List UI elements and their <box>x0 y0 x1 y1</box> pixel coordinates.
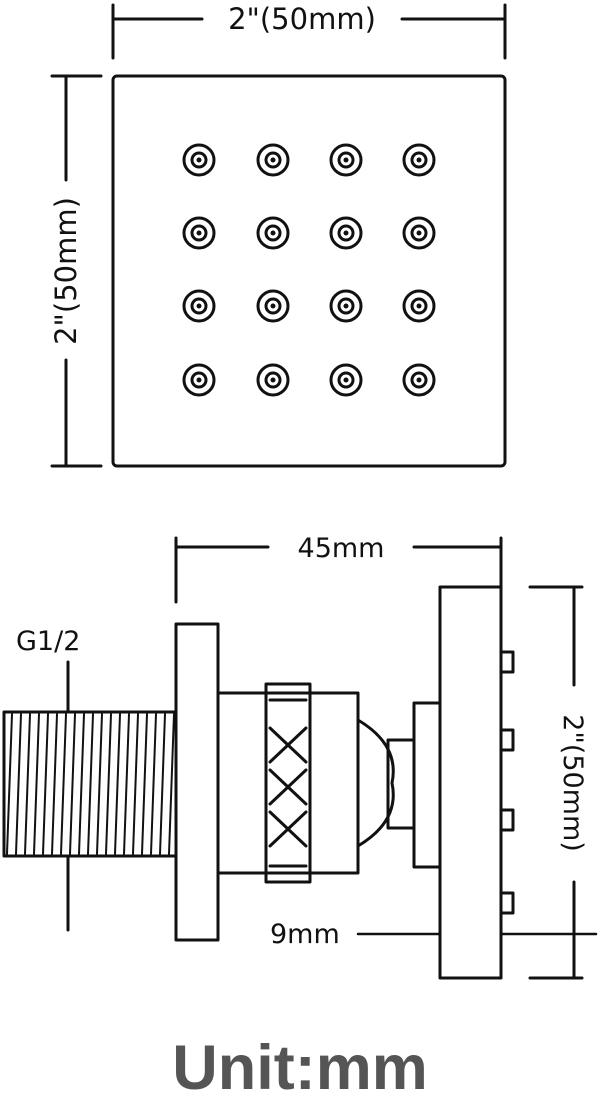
nozzle <box>256 363 290 397</box>
nozzle-grid <box>182 143 436 397</box>
thread-label: G1/2 <box>16 626 80 657</box>
nozzle-tip <box>499 650 515 674</box>
unit-label: Unit:mm <box>172 1033 427 1098</box>
front-width-dimension: 2"(50mm) <box>111 2 507 60</box>
mounting-flange <box>174 622 220 942</box>
nozzle <box>329 216 363 250</box>
thread-line <box>141 713 148 855</box>
thread-line <box>78 713 85 855</box>
nozzle <box>402 216 436 250</box>
thread-line <box>132 713 139 855</box>
thread-line <box>24 713 31 855</box>
nozzle-tip <box>499 728 515 752</box>
thread-line <box>123 713 130 855</box>
side-height-label: 2"(50mm) <box>557 714 588 852</box>
front-width-label: 2"(50mm) <box>228 2 376 36</box>
thread-line <box>96 713 103 855</box>
thread-line <box>168 713 175 855</box>
thread-line <box>150 713 157 855</box>
nozzle-tip <box>499 891 515 915</box>
thread-line <box>105 713 112 855</box>
nozzle <box>182 289 216 323</box>
nozzle <box>256 289 290 323</box>
side-view: 45mm 2"(50mm) G1/2 <box>2 533 598 980</box>
side-height-dimension: 2"(50mm) <box>528 585 588 980</box>
thread-line <box>15 713 22 855</box>
thread-line <box>51 713 58 855</box>
thread-line <box>114 713 121 855</box>
thread-line <box>159 713 166 855</box>
thread-line <box>87 713 94 855</box>
side-length-label: 45mm <box>298 533 385 564</box>
swivel-ball <box>356 718 395 848</box>
back-plate <box>412 701 442 869</box>
nozzle <box>402 289 436 323</box>
nozzle <box>329 289 363 323</box>
offset-label: 9mm <box>270 919 340 950</box>
side-faceplate <box>438 585 503 980</box>
thread-line <box>33 713 40 855</box>
front-view: 2"(50mm) 2"(50mm) <box>49 2 507 468</box>
thread-line <box>69 713 76 855</box>
thread-line <box>6 713 13 855</box>
nozzle <box>256 216 290 250</box>
nozzle <box>182 216 216 250</box>
nozzle <box>402 143 436 177</box>
knurled-nut <box>264 682 312 884</box>
side-length-dimension: 45mm <box>174 533 503 604</box>
body-collar <box>216 691 360 875</box>
nozzle <box>256 143 290 177</box>
front-height-label: 2"(50mm) <box>49 197 83 345</box>
nozzle <box>329 363 363 397</box>
nozzle <box>182 363 216 397</box>
faceplate <box>111 74 507 468</box>
front-height-dimension: 2"(50mm) <box>49 74 103 468</box>
thread-line <box>42 713 49 855</box>
nozzle <box>182 143 216 177</box>
nozzle-tips <box>499 650 515 915</box>
nozzle-tip <box>499 808 515 832</box>
offset-dimension: 9mm <box>270 919 598 950</box>
nozzle <box>402 363 436 397</box>
nozzle <box>329 143 363 177</box>
threaded-inlet <box>2 710 178 858</box>
thread-line <box>60 713 67 855</box>
